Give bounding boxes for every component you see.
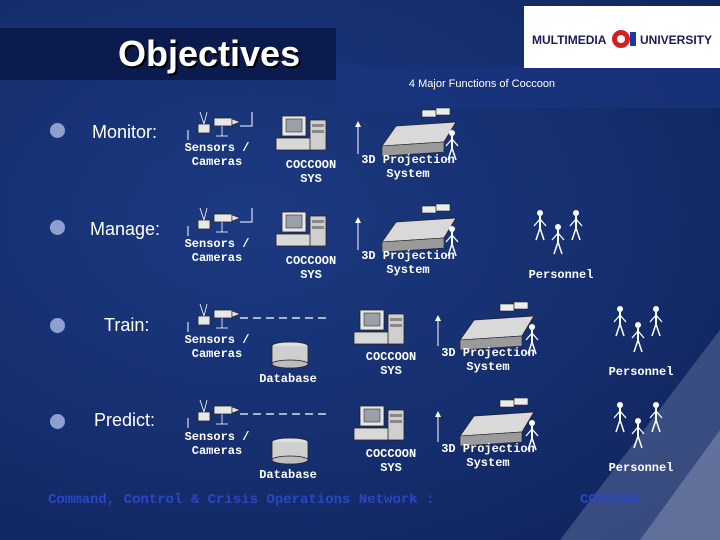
footer-acronym: COCCOON xyxy=(580,492,639,508)
computer-icon xyxy=(353,309,405,345)
person-icon xyxy=(613,401,627,433)
camera-icon xyxy=(197,303,241,329)
sensors-label: Sensors / Cameras xyxy=(184,237,250,265)
person-icon xyxy=(569,209,583,241)
projection-icon xyxy=(459,397,535,447)
person-icon xyxy=(613,305,627,337)
title-box xyxy=(0,28,336,80)
bullet-manage xyxy=(50,220,65,235)
person-icon xyxy=(649,401,663,433)
projection-icon xyxy=(381,203,457,253)
bullet-train xyxy=(50,318,65,333)
logo-mark-center xyxy=(617,35,625,43)
footer-text: Command, Control & Crisis Operations Net… xyxy=(48,492,435,508)
logo-mark-blue xyxy=(630,32,636,46)
database-label: Database xyxy=(259,468,317,482)
row-label-predict: Predict: xyxy=(94,410,156,430)
sensors-label: Sensors / Cameras xyxy=(184,333,250,361)
predict-row-graphics xyxy=(187,397,663,465)
projection-label: 3D Projection System xyxy=(361,153,455,181)
sys-label: COCCOON SYS xyxy=(365,447,417,475)
row-label-monitor: Monitor: xyxy=(92,122,158,142)
logo-right-text: UNIVERSITY xyxy=(640,33,712,47)
sys-label: COCCOON SYS xyxy=(285,158,337,186)
train-row-graphics xyxy=(187,301,663,369)
database-label: Database xyxy=(259,372,317,386)
bullet-monitor xyxy=(50,123,65,138)
sys-label: COCCOON SYS xyxy=(285,254,337,282)
computer-icon xyxy=(275,211,327,247)
person-icon xyxy=(533,209,547,241)
row-label-manage: Manage: xyxy=(90,219,161,239)
connector-line xyxy=(240,208,253,223)
personnel-label: Personnel xyxy=(608,365,674,379)
personnel-label: Personnel xyxy=(528,268,594,282)
database-icon xyxy=(271,341,309,369)
projection-label: 3D Projection System xyxy=(361,249,455,277)
projection-label: 3D Projection System xyxy=(441,442,535,470)
page-title: Objectives xyxy=(118,33,301,74)
personnel-label: Personnel xyxy=(608,461,674,475)
sensors-label: Sensors / Cameras xyxy=(184,141,250,169)
database-icon xyxy=(271,437,309,465)
sensors-label: Sensors / Cameras xyxy=(184,430,250,458)
projection-label: 3D Projection System xyxy=(441,346,535,374)
person-icon xyxy=(551,223,565,255)
bullet-predict xyxy=(50,414,65,429)
camera-icon xyxy=(197,207,241,233)
camera-icon xyxy=(197,111,241,137)
subtitle: 4 Major Functions of Coccoon xyxy=(408,78,556,90)
manage-row-graphics xyxy=(187,203,583,257)
university-logo: MULTIMEDIA UNIVERSITY xyxy=(532,30,712,48)
person-icon xyxy=(631,321,645,353)
row-label-train: Train: xyxy=(104,315,150,335)
computer-icon xyxy=(275,115,327,151)
sys-label: COCCOON SYS xyxy=(365,350,417,378)
projection-icon xyxy=(381,107,457,157)
computer-icon xyxy=(353,405,405,441)
logo-left-text: MULTIMEDIA xyxy=(532,33,607,47)
person-icon xyxy=(649,305,663,337)
monitor-row-graphics xyxy=(187,107,459,161)
person-icon xyxy=(631,417,645,449)
connector-line xyxy=(240,112,253,127)
camera-icon xyxy=(197,399,241,425)
projection-icon xyxy=(459,301,535,351)
